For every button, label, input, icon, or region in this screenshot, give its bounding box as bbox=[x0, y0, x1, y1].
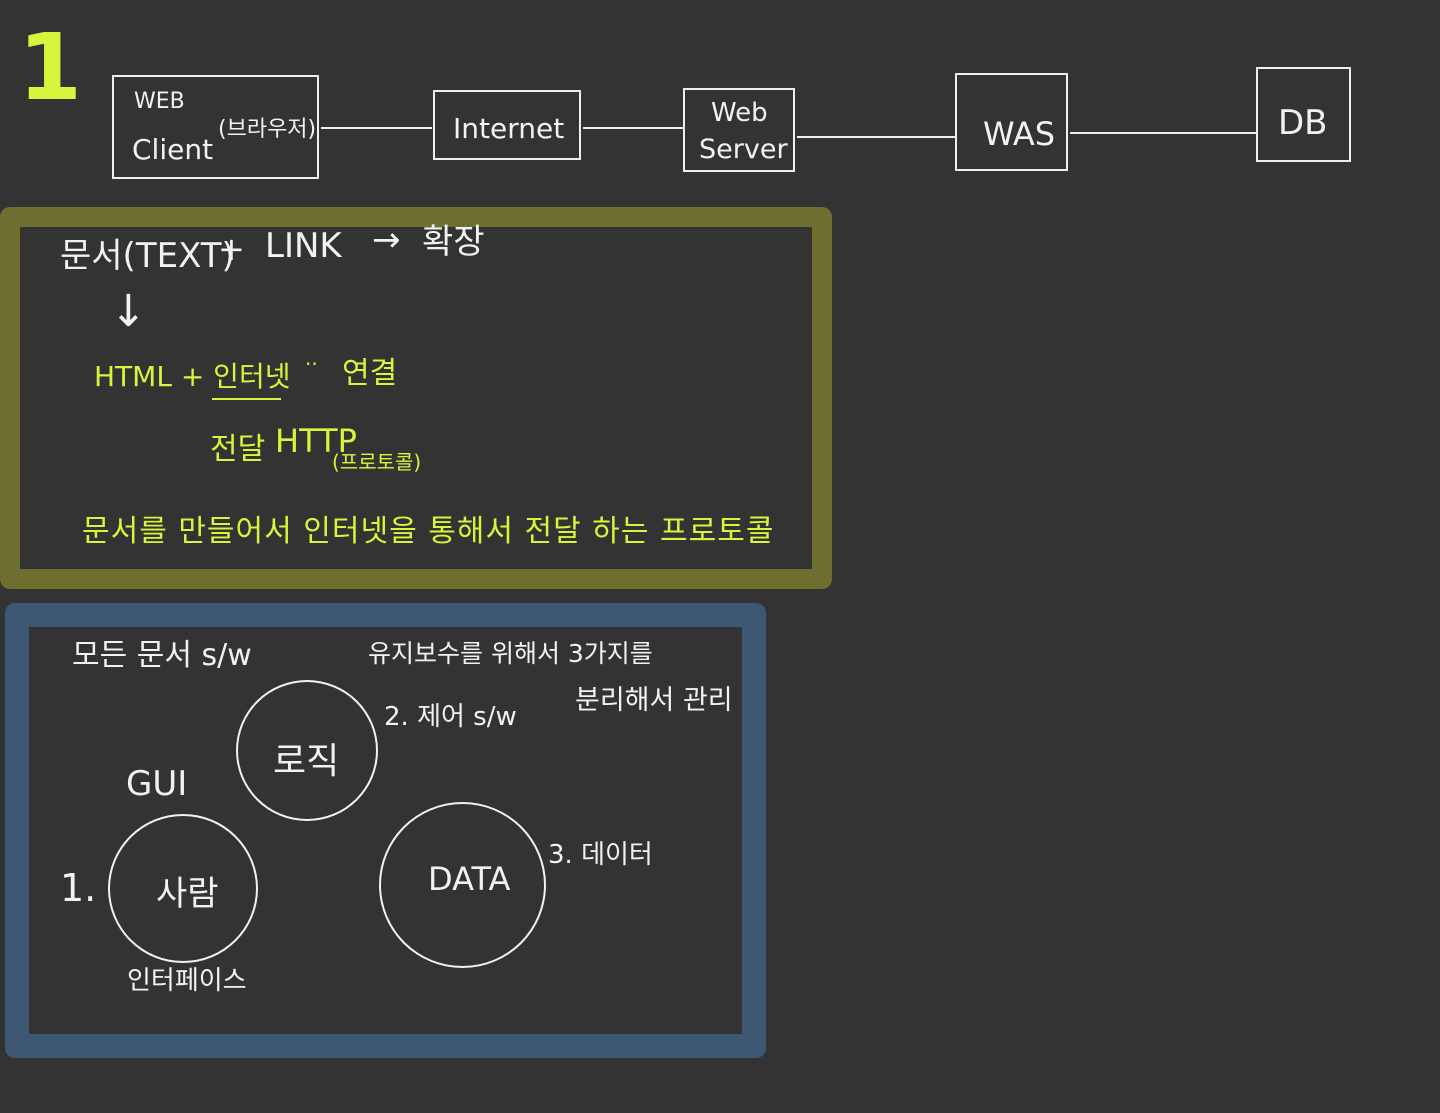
was-label: WAS bbox=[983, 115, 1056, 153]
logic-label: 로직 bbox=[273, 741, 340, 782]
software-structure-panel bbox=[5, 603, 766, 1058]
summary-sentence: 문서를 만들어서 인터넷을 통해서 전달 하는 프로토콜 bbox=[82, 514, 775, 549]
connector-internet-webserver bbox=[583, 127, 683, 129]
control-sw-label: 2. 제어 s/w bbox=[384, 702, 517, 732]
html-internet-label: HTML + 인터넷 bbox=[94, 360, 291, 393]
doc-text-label: 문서(TEXT) bbox=[60, 236, 235, 276]
web-server-label-line1: Web bbox=[711, 98, 768, 128]
plus-sign: + bbox=[218, 230, 245, 268]
http-label: HTTP bbox=[275, 422, 357, 460]
web-server-label-line2: Server bbox=[699, 134, 788, 165]
db-label: DB bbox=[1278, 103, 1328, 143]
arrow-right-icon: → bbox=[372, 220, 401, 260]
connector-client-internet bbox=[321, 127, 432, 129]
protocol-note: (프로토콜) bbox=[332, 450, 422, 474]
because-dots: ·· bbox=[305, 352, 318, 376]
connect-label: 연결 bbox=[342, 356, 398, 391]
web-server-box: Web Server bbox=[683, 88, 795, 172]
db-box: DB bbox=[1256, 67, 1351, 162]
web-client-label-line1: WEB bbox=[134, 89, 185, 114]
connector-webserver-was bbox=[797, 136, 955, 138]
web-concept-panel bbox=[0, 207, 832, 589]
expand-label: 확장 bbox=[422, 222, 485, 262]
person-circle bbox=[108, 814, 258, 963]
section-number-1: 1 bbox=[18, 14, 83, 121]
internet-label: Internet bbox=[453, 112, 565, 145]
browser-note: (브라우저) bbox=[218, 117, 317, 142]
interface-label: 인터페이스 bbox=[127, 966, 247, 996]
data-circle bbox=[379, 802, 546, 968]
logic-circle bbox=[236, 680, 378, 821]
web-client-label-line2: Client bbox=[132, 133, 214, 166]
gui-label: GUI bbox=[126, 764, 188, 804]
internet-underline bbox=[212, 398, 281, 400]
web-client-box: WEB Client (브라우저) bbox=[112, 75, 319, 179]
data-number-label: 3. 데이터 bbox=[548, 840, 653, 870]
separate-manage-note: 분리해서 관리 bbox=[575, 685, 733, 716]
deliver-label: 전달 bbox=[210, 432, 266, 467]
person-label: 사람 bbox=[156, 874, 219, 914]
maintenance-note: 유지보수를 위해서 3가지를 bbox=[368, 639, 653, 668]
all-docs-sw-label: 모든 문서 s/w bbox=[72, 638, 252, 673]
was-box: WAS bbox=[955, 73, 1068, 171]
arrow-down-icon: ↓ bbox=[110, 286, 147, 337]
internet-box: Internet bbox=[433, 90, 581, 160]
data-label: DATA bbox=[428, 860, 511, 898]
link-label: LINK bbox=[265, 226, 342, 266]
person-number: 1. bbox=[60, 866, 97, 910]
connector-was-db bbox=[1070, 132, 1257, 134]
